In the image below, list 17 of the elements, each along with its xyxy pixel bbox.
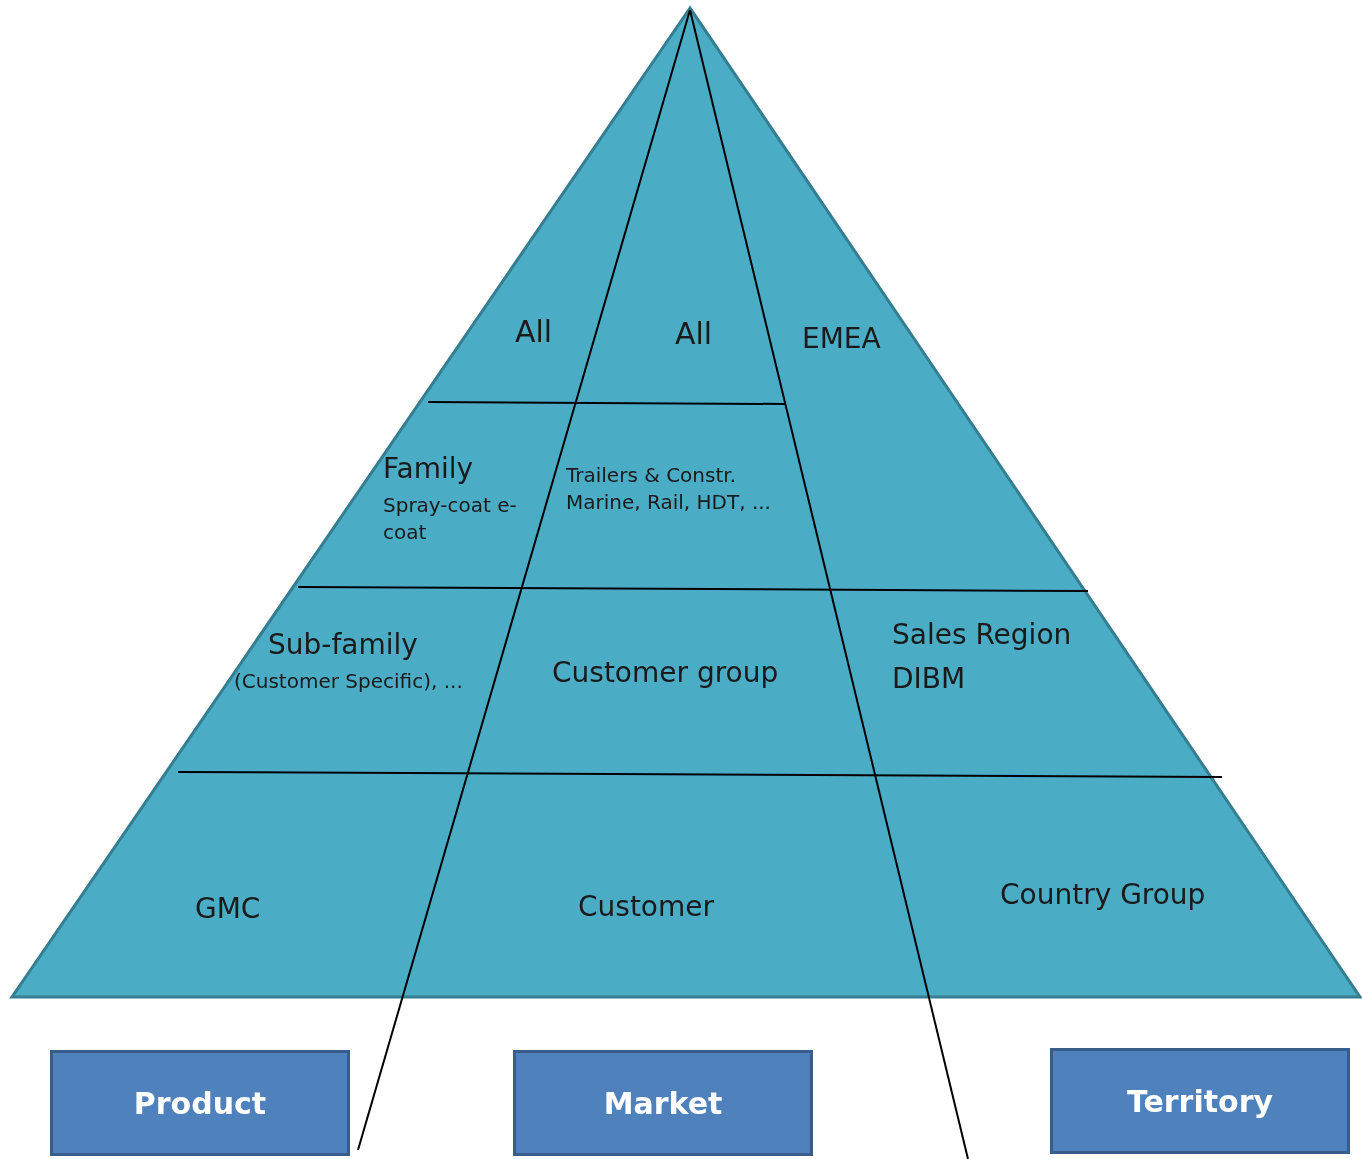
pyramid-label: Sub-family xyxy=(268,627,419,663)
pyramid-label: Customer group xyxy=(552,655,780,691)
pyramid-label: Sales Region xyxy=(892,617,1073,653)
pyramid-label: Country Group xyxy=(1000,877,1207,913)
pyramid-label: All xyxy=(675,315,714,353)
pyramid-label: DIBM xyxy=(892,661,967,697)
pyramid-label: Trailers & Constr. Marine, Rail, HDT, ... xyxy=(566,462,772,516)
category-box: Territory xyxy=(1050,1048,1350,1154)
pyramid-label: Customer xyxy=(578,889,715,925)
category-box: Market xyxy=(513,1050,813,1156)
pyramid-label: (Customer Specific), ... xyxy=(234,668,464,695)
pyramid-label: Family xyxy=(383,451,475,487)
pyramid-label: GMC xyxy=(195,891,262,927)
pyramid-label: EMEA xyxy=(802,321,882,357)
pyramid-label: All xyxy=(515,313,554,351)
category-box: Product xyxy=(50,1050,350,1156)
pyramid-label: Spray-coat e-coat xyxy=(383,492,518,546)
